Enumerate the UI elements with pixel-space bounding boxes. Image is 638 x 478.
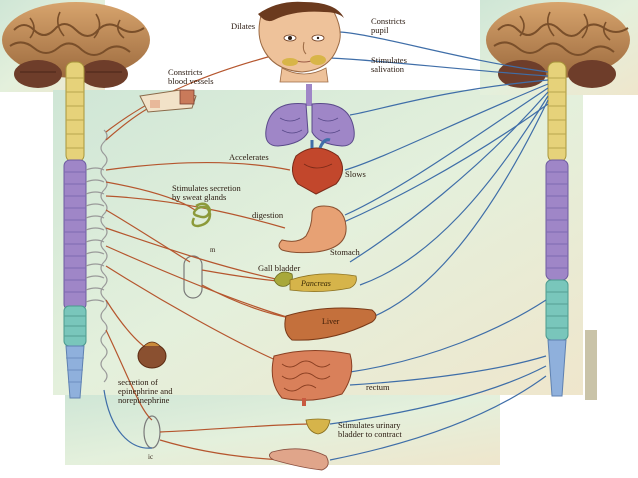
label-sweat-glands: Stimulates secretion by sweat glands <box>172 183 241 202</box>
heart-illustration <box>292 138 343 195</box>
lungs-illustration <box>265 84 355 147</box>
label-ganglion-a: m <box>210 246 216 254</box>
label-slows: Slows <box>345 169 366 179</box>
label-accelerates: Accelerates <box>229 152 269 162</box>
label-constricts-pupil: Constricts pupil <box>371 16 406 35</box>
label-rectum: rectum <box>366 382 390 392</box>
label-dilates: Dilates <box>231 21 256 31</box>
label-pancreas: Pancreas <box>301 279 331 288</box>
label-bladder-contract: Stimulates urinary bladder to contract <box>338 420 402 439</box>
stomach-illustration <box>278 205 347 254</box>
urinary-bladder-illustration <box>305 418 331 435</box>
face-illustration <box>258 1 344 83</box>
right-spinal-cord <box>545 61 569 397</box>
left-spinal-cord <box>63 61 87 399</box>
intestines-illustration <box>271 349 353 406</box>
sweat-gland-illustration <box>191 202 212 228</box>
label-stomach: Stomach <box>330 247 360 257</box>
genital-organ-illustration <box>269 448 329 471</box>
blood-vessel-illustration <box>139 89 197 113</box>
label-constricts-blood-vessels: Constricts blood vessels <box>168 67 214 86</box>
adrenal-gland-illustration <box>137 341 167 369</box>
pancreas-illustration <box>289 273 357 292</box>
label-stimulates-salivation: Stimulates salivation <box>371 55 407 74</box>
label-ganglion-b: ic <box>148 453 154 461</box>
label-liver: Liver <box>322 317 340 326</box>
liver-illustration <box>284 307 377 341</box>
label-digestion: digestion <box>252 210 284 220</box>
plate-edge-right <box>585 330 597 400</box>
label-gall-bladder: Gall bladder <box>258 263 301 273</box>
label-adrenal-secretion: secretion of epinephrine and norepinephr… <box>118 377 173 405</box>
left-brain <box>2 2 150 88</box>
